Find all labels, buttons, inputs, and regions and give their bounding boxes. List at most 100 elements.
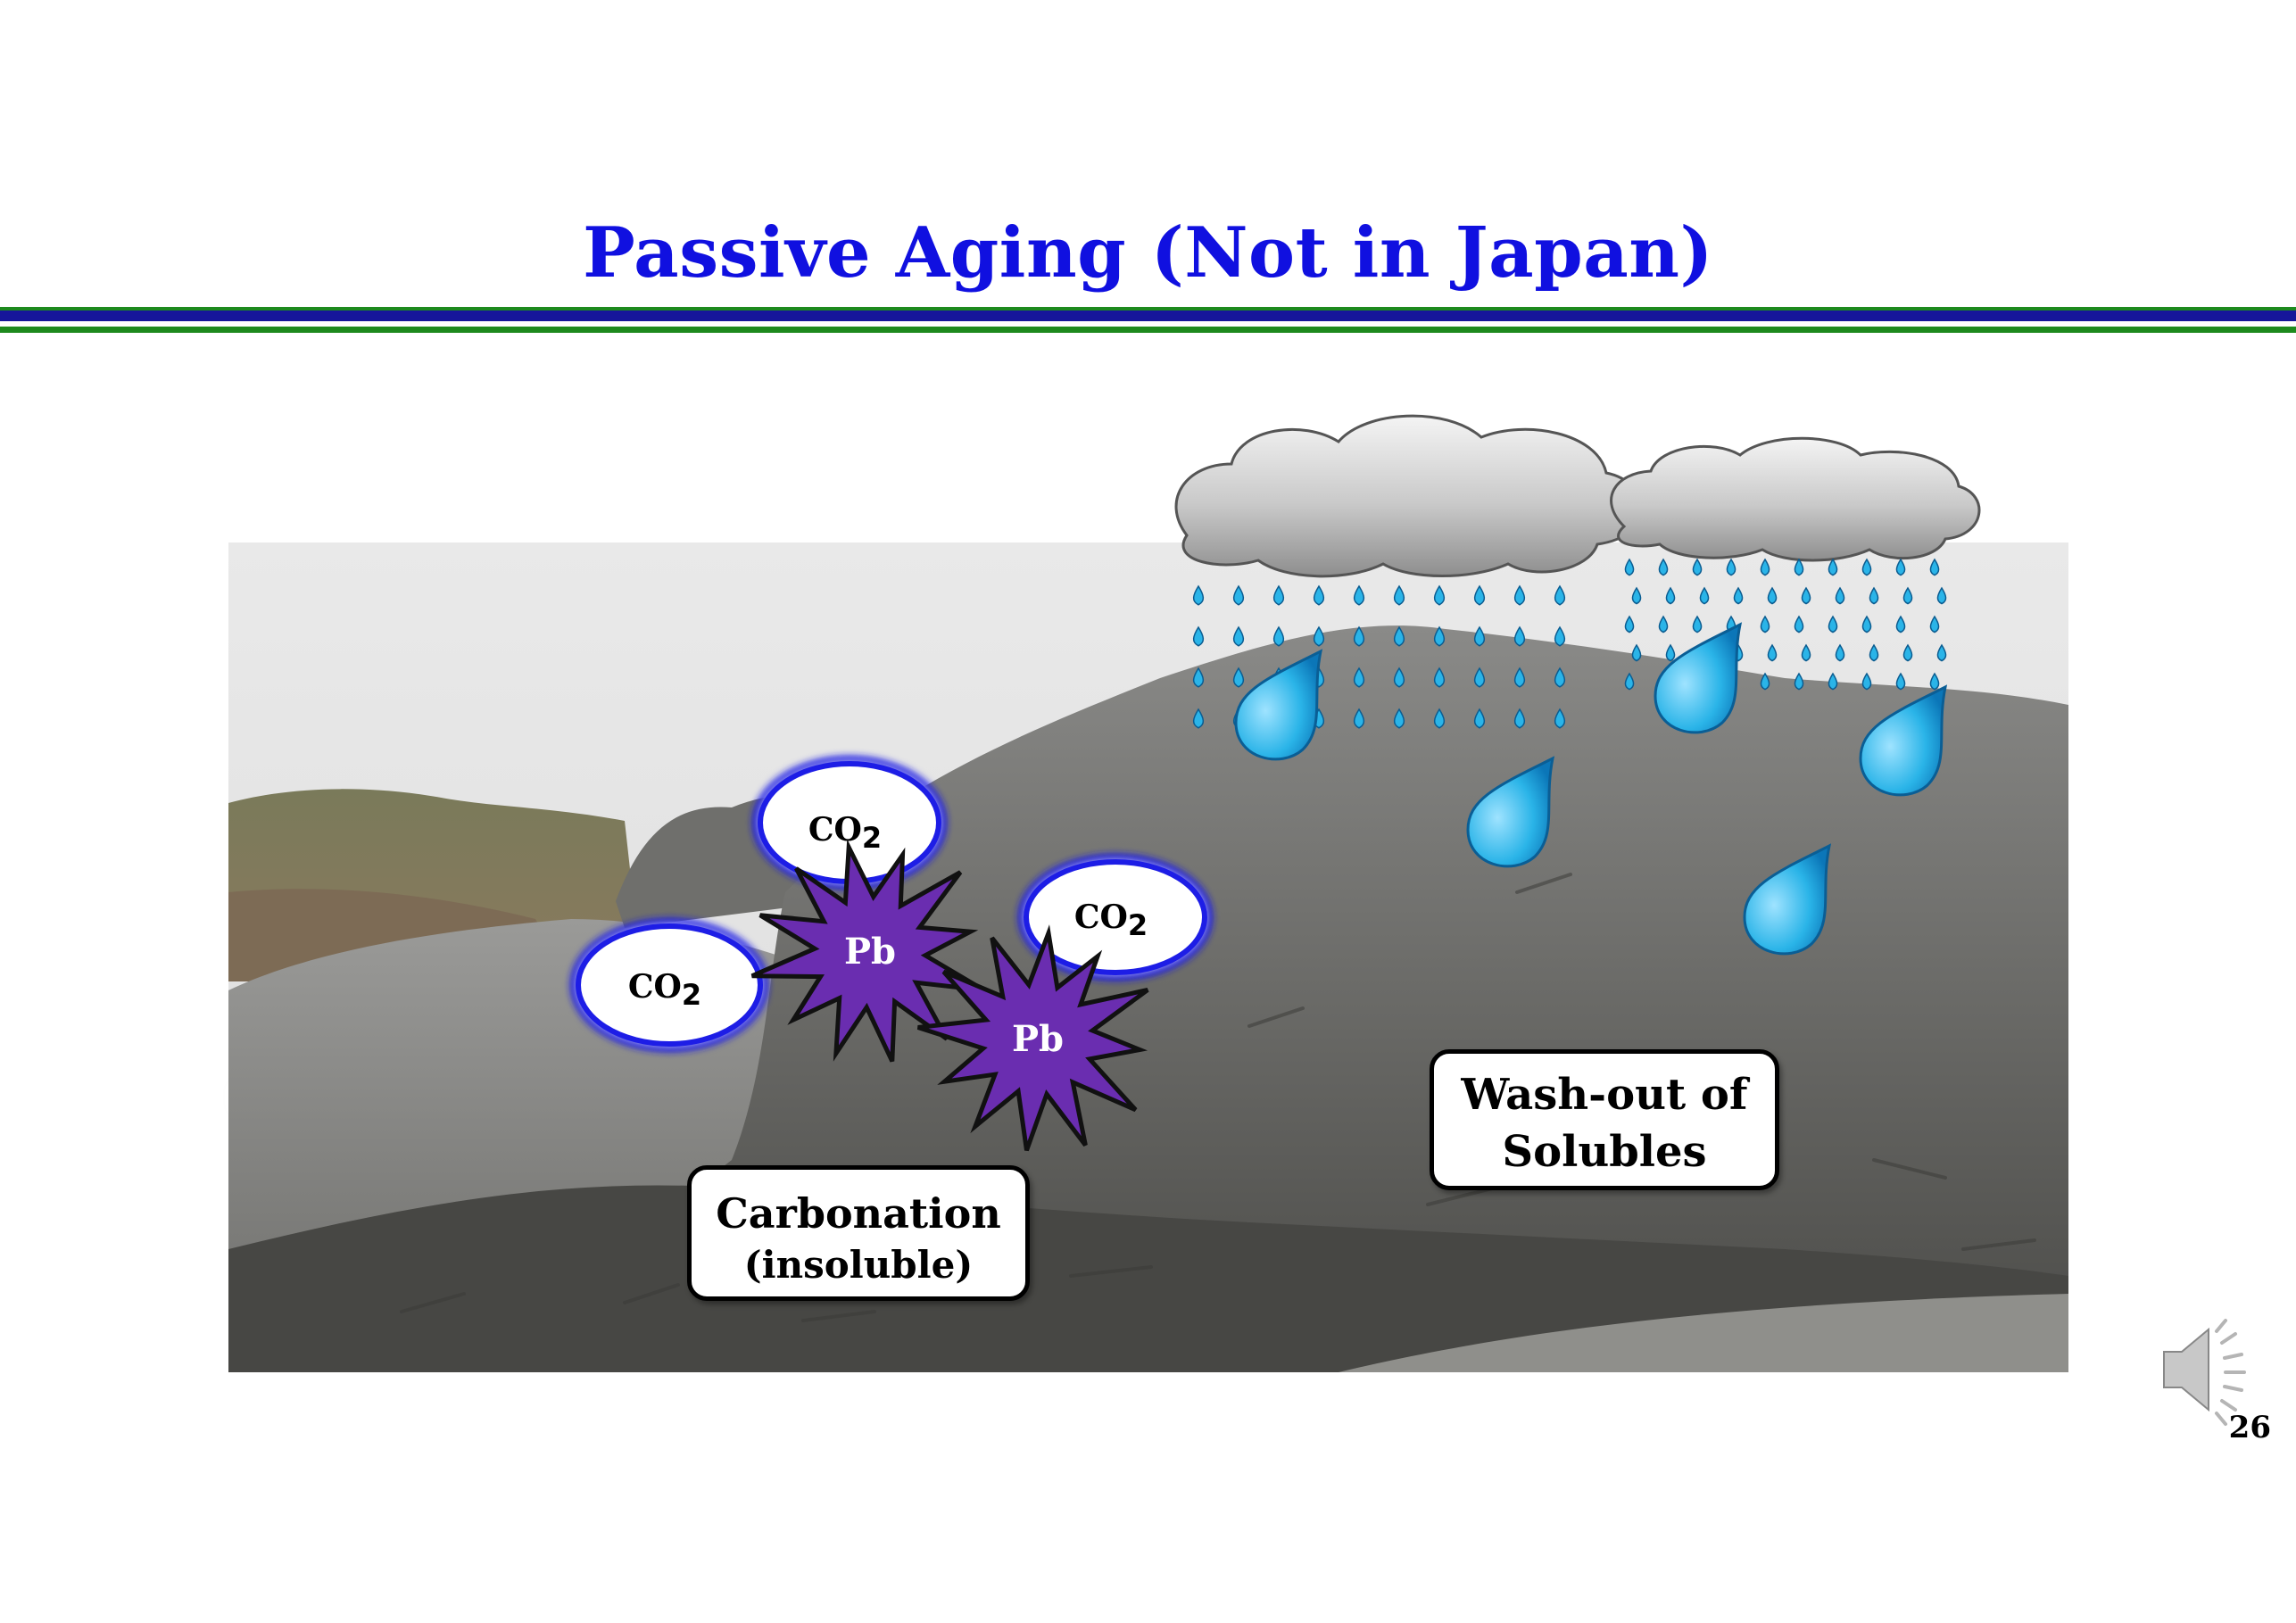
raindrop-icon bbox=[1929, 672, 1940, 691]
raindrop-icon bbox=[1760, 615, 1770, 633]
raindrop-icon bbox=[1743, 843, 1832, 956]
raindrop-icon bbox=[1895, 672, 1906, 691]
slide-title: Passive Aging (Not in Japan) bbox=[583, 212, 1713, 294]
raindrop-icon bbox=[1767, 643, 1778, 662]
raindrop-icon bbox=[1835, 643, 1845, 662]
raindrop-icon bbox=[1895, 615, 1906, 633]
raindrop-icon bbox=[1393, 625, 1405, 647]
raindrop-icon bbox=[1658, 615, 1669, 633]
raindrop-icon bbox=[1902, 586, 1913, 605]
raindrop-icon bbox=[1631, 586, 1642, 605]
page-number: 26 bbox=[2228, 1410, 2271, 1445]
carbonation-label-box: Carbonation (insoluble) bbox=[687, 1165, 1030, 1301]
raindrop-icon bbox=[1232, 667, 1245, 688]
raindrop-icon bbox=[1353, 667, 1365, 688]
speaker-icon[interactable] bbox=[2163, 1319, 2246, 1426]
co2-label: CO bbox=[808, 811, 862, 849]
raindrop-icon bbox=[1859, 684, 1948, 797]
raindrop-icon bbox=[1801, 586, 1811, 605]
raindrop-icon bbox=[1393, 584, 1405, 606]
raindrop-icon bbox=[1936, 586, 1947, 605]
raindrop-icon bbox=[1828, 672, 1838, 691]
co2-label: CO bbox=[628, 968, 682, 1006]
raindrop-icon bbox=[1828, 615, 1838, 633]
raindrop-icon bbox=[1835, 586, 1845, 605]
raindrop-icon bbox=[1313, 625, 1325, 647]
raindrop-icon bbox=[1760, 672, 1770, 691]
raindrop-icon bbox=[1192, 625, 1205, 647]
raindrop-icon bbox=[1433, 708, 1446, 729]
raindrop-icon bbox=[1861, 615, 1872, 633]
raindrop-icon bbox=[1726, 558, 1737, 576]
raindrop-icon bbox=[1654, 622, 1743, 734]
co2-subscript: 2 bbox=[682, 978, 701, 1012]
raindrop-icon bbox=[1692, 615, 1703, 633]
raindrop-icon bbox=[1554, 708, 1566, 729]
raindrop-icon bbox=[1473, 584, 1486, 606]
washout-subtitle: Solubles bbox=[1502, 1127, 1707, 1177]
raindrop-icon bbox=[1513, 584, 1526, 606]
raindrop-icon bbox=[1665, 586, 1676, 605]
raindrop-icon bbox=[1353, 625, 1365, 647]
raindrop-icon bbox=[1828, 558, 1838, 576]
co2-bubble-right: CO2 bbox=[1018, 854, 1213, 981]
raindrop-icon bbox=[1192, 584, 1205, 606]
raindrop-icon bbox=[1313, 584, 1325, 606]
header-rule-blue bbox=[0, 311, 2296, 321]
raindrop-icon bbox=[1760, 558, 1770, 576]
raindrop-icon bbox=[1794, 615, 1804, 633]
raindrop-icon bbox=[1869, 643, 1879, 662]
raindrop-icon bbox=[1794, 558, 1804, 576]
raindrop-icon bbox=[1699, 586, 1710, 605]
raindrop-icon bbox=[1393, 667, 1405, 688]
raindrop-icon bbox=[1861, 558, 1872, 576]
raindrop-icon bbox=[1554, 667, 1566, 688]
raindrop-icon bbox=[1801, 643, 1811, 662]
header-rule-green-bottom bbox=[0, 327, 2296, 333]
co2-label: CO bbox=[1074, 898, 1128, 936]
pb-label: Pb bbox=[844, 931, 896, 973]
raindrop-icon bbox=[1473, 708, 1486, 729]
raindrop-icon bbox=[1869, 586, 1879, 605]
raindrop-icon bbox=[1624, 672, 1635, 691]
raindrop-icon bbox=[1929, 615, 1940, 633]
raindrop-icon bbox=[1861, 672, 1872, 691]
washout-label-box: Wash-out of Solubles bbox=[1430, 1049, 1779, 1190]
raindrop-icon bbox=[1232, 584, 1245, 606]
pb-label: Pb bbox=[1012, 1018, 1064, 1060]
header-rule-green-top bbox=[0, 307, 2296, 311]
raindrop-icon bbox=[1473, 625, 1486, 647]
large-raindrops bbox=[1234, 622, 1948, 956]
raindrop-icon bbox=[1433, 625, 1446, 647]
svg-text:CO2: CO2 bbox=[808, 811, 882, 855]
raindrop-icon bbox=[1929, 558, 1940, 576]
raindrop-icon bbox=[1936, 643, 1947, 662]
raindrop-icon bbox=[1733, 586, 1744, 605]
raindrop-icon bbox=[1631, 643, 1642, 662]
raindrop-icon bbox=[1353, 708, 1365, 729]
raindrop-icon bbox=[1513, 625, 1526, 647]
raindrop-icon bbox=[1433, 667, 1446, 688]
washout-title: Wash-out of bbox=[1461, 1070, 1748, 1120]
raindrop-icon bbox=[1393, 708, 1405, 729]
raindrop-icon bbox=[1658, 558, 1669, 576]
raindrop-icon bbox=[1353, 584, 1365, 606]
svg-text:CO2: CO2 bbox=[628, 968, 701, 1012]
co2-subscript: 2 bbox=[1128, 908, 1148, 942]
raindrop-icon bbox=[1272, 584, 1285, 606]
raindrop-icon bbox=[1433, 584, 1446, 606]
cloud-icon bbox=[1174, 414, 1644, 578]
co2-subscript: 2 bbox=[862, 821, 882, 855]
carbonation-subtitle: (insoluble) bbox=[743, 1243, 974, 1287]
raindrop-icon bbox=[1794, 672, 1804, 691]
raindrop-icon bbox=[1692, 558, 1703, 576]
raindrop-icon bbox=[1473, 667, 1486, 688]
raindrop-icon bbox=[1234, 649, 1323, 761]
raindrop-icon bbox=[1513, 667, 1526, 688]
carbonation-title: Carbonation bbox=[716, 1189, 1001, 1238]
raindrop-icon bbox=[1624, 615, 1635, 633]
raindrop-icon bbox=[1513, 708, 1526, 729]
raindrop-icon bbox=[1665, 643, 1676, 662]
raindrop-icon bbox=[1232, 625, 1245, 647]
